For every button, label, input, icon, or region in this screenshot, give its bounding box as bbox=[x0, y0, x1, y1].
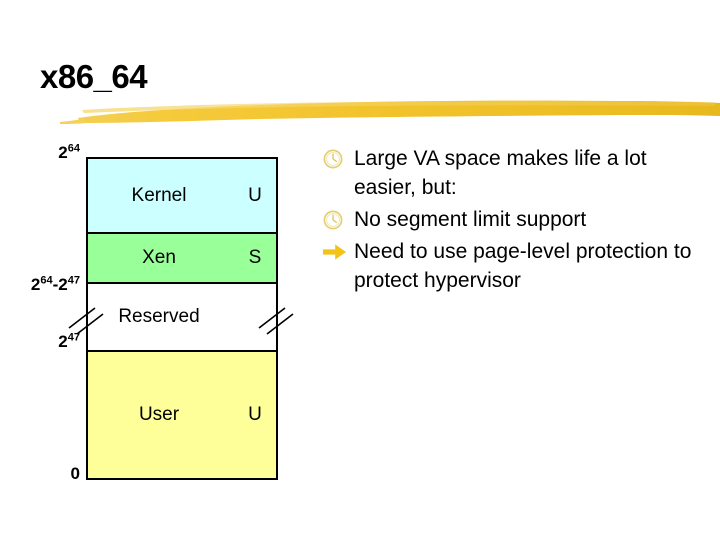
scale-label-2-64-base: 2 bbox=[58, 143, 68, 162]
memory-band-user-label: User bbox=[138, 404, 180, 425]
memory-band-user: User U bbox=[86, 350, 278, 480]
scale-label-zero: 0 bbox=[70, 464, 80, 483]
clock-icon bbox=[322, 205, 350, 232]
scale-label-2-47: 247 bbox=[0, 332, 80, 352]
scale-subtrahend-base: 2 bbox=[58, 275, 68, 294]
bullet-item-1: Large VA space makes life a lot easier, … bbox=[322, 144, 714, 202]
scale-label-2-47-base: 2 bbox=[58, 332, 68, 351]
memory-band-xen: Xen S bbox=[86, 232, 278, 282]
memory-band-kernel: Kernel U bbox=[86, 157, 278, 232]
bullet-item-1-text: Large VA space makes life a lot easier, … bbox=[354, 147, 647, 199]
bullet-list: Large VA space makes life a lot easier, … bbox=[322, 144, 714, 298]
bullet-item-2-text: No segment limit support bbox=[354, 208, 587, 231]
memory-band-reserved-label: Reserved bbox=[118, 306, 200, 327]
memory-band-kernel-mode: U bbox=[248, 184, 262, 206]
page-title: x86_64 bbox=[40, 58, 148, 95]
bullet-item-2: No segment limit support bbox=[322, 205, 714, 234]
bullet-item-3-text: Need to use page-level protection to pro… bbox=[354, 240, 692, 292]
scale-label-2-64-minus-2-47: 264-247 bbox=[0, 275, 80, 295]
memory-band-kernel-label: Kernel bbox=[131, 184, 187, 206]
clock-icon bbox=[322, 144, 350, 171]
scale-minus-sign: - bbox=[52, 275, 59, 294]
memory-band-reserved: Reserved bbox=[68, 282, 294, 350]
scale-subtrahend-exponent: 47 bbox=[67, 274, 80, 287]
scale-label-2-47-exponent: 47 bbox=[67, 331, 80, 344]
scale-label-2-64: 264 bbox=[0, 143, 80, 163]
memory-map-diagram: Kernel U Xen S Reserved User bbox=[68, 157, 294, 480]
memory-band-xen-label: Xen bbox=[142, 247, 176, 268]
scale-minuend-base: 2 bbox=[30, 275, 41, 294]
memory-band-xen-mode: S bbox=[248, 247, 262, 268]
scale-label-2-64-exponent: 64 bbox=[67, 142, 80, 155]
arrow-icon bbox=[322, 237, 350, 264]
memory-band-user-mode: U bbox=[248, 404, 262, 425]
bullet-item-3: Need to use page-level protection to pro… bbox=[322, 237, 714, 295]
title-underline-brushstroke bbox=[60, 96, 720, 128]
scale-minuend-exponent: 64 bbox=[40, 274, 53, 287]
